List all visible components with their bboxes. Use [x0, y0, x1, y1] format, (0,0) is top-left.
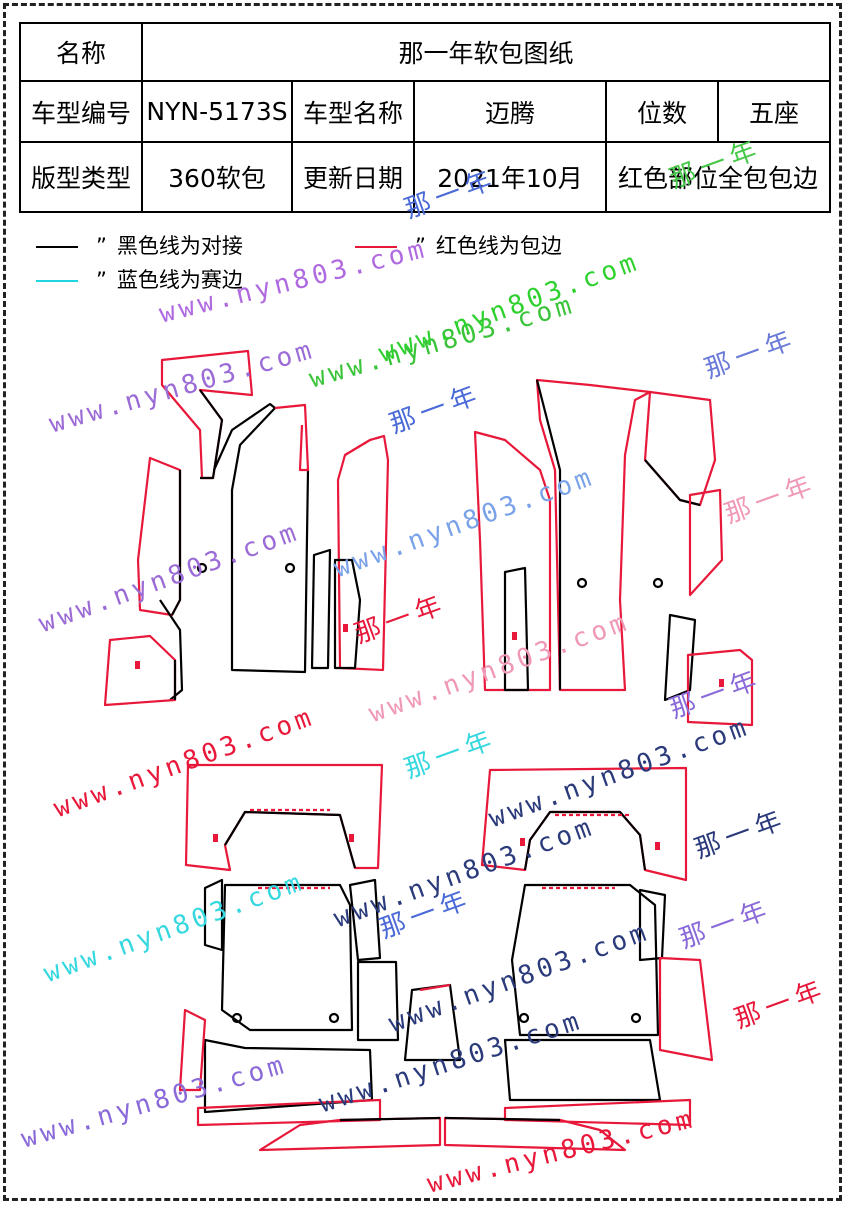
model-name-label: 车型名称	[291, 80, 415, 143]
rear-right-pieces	[403, 766, 714, 1127]
spec-table: 名称 那一年软包图纸 车型编号 NYN-5173S 车型名称 迈腾 位数 五座 …	[19, 22, 832, 213]
legend-red-text: 红色线为包边	[435, 234, 562, 258]
name-label: 名称	[19, 22, 143, 82]
date-value: 2021年10月	[413, 141, 607, 213]
marker-dot	[349, 834, 354, 842]
rear-left-pieces	[178, 763, 400, 1127]
front-right-pieces	[473, 378, 754, 727]
legend-blue: ”蓝色线为赛边	[36, 264, 243, 294]
page-border	[3, 3, 842, 1201]
legend-black: ”黑色线为对接	[36, 230, 243, 260]
model-name-value: 迈腾	[413, 80, 607, 143]
model-no-value: NYN-5173S	[141, 80, 293, 143]
marker-dot	[135, 661, 140, 669]
coverage-value: 红色部位全包包边	[604, 141, 832, 213]
date-label: 更新日期	[291, 141, 415, 213]
legend-red: ”红色线为包边	[355, 230, 562, 260]
style-value: 360软包	[141, 141, 293, 213]
front-left-pieces	[103, 349, 390, 707]
style-label: 版型类型	[19, 141, 143, 213]
blue-line-swatch	[36, 280, 78, 282]
marker-dot	[512, 632, 517, 640]
marker-dot	[343, 624, 348, 632]
seats-label: 位数	[605, 80, 719, 143]
marker-dot	[719, 679, 724, 687]
seats-value: 五座	[716, 80, 832, 143]
legend-blue-text: 蓝色线为赛边	[116, 268, 243, 292]
marker-dot	[655, 842, 660, 850]
marker-dot	[520, 838, 525, 846]
marker-dots	[135, 624, 724, 850]
marker-dot	[213, 834, 218, 842]
trunk-strip	[258, 1116, 627, 1152]
red-line-swatch	[355, 246, 397, 248]
model-no-label: 车型编号	[19, 80, 143, 143]
legend-black-text: 黑色线为对接	[116, 234, 243, 258]
name-value: 那一年软包图纸	[140, 22, 832, 82]
black-line-swatch	[36, 246, 78, 248]
